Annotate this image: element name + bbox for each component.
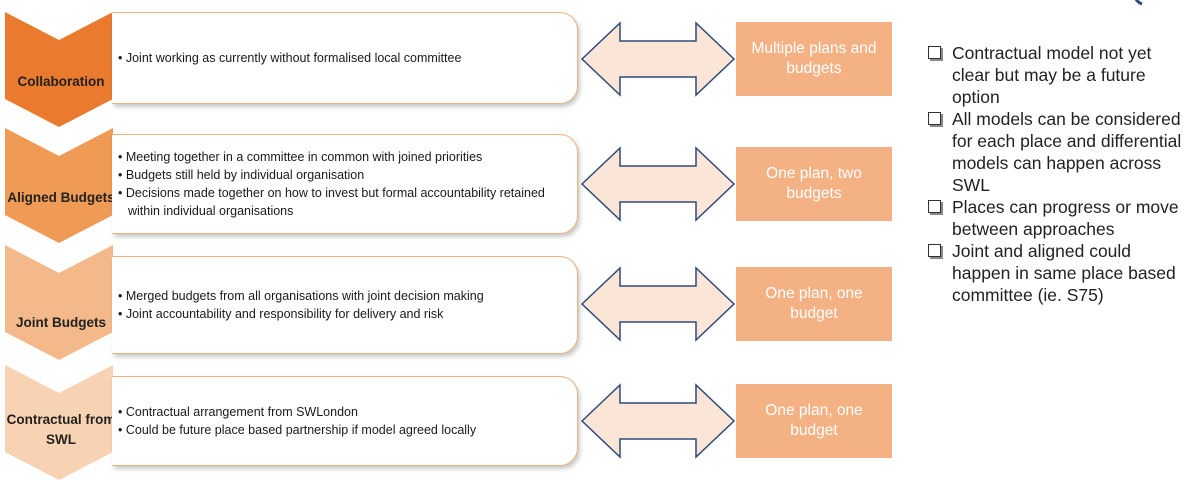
note-item: All models can be considered for each pl… bbox=[928, 108, 1193, 196]
description-point: Decisions made together on how to invest… bbox=[118, 184, 577, 220]
checkbox-icon bbox=[928, 244, 941, 257]
description-point: Contractual arrangement from SWLondon bbox=[118, 403, 577, 421]
note-item: Joint and aligned could happen in same p… bbox=[928, 240, 1193, 306]
description-box-aligned-budgets: Meeting together in a committee in commo… bbox=[112, 134, 578, 234]
logo bbox=[1134, 0, 1143, 6]
plan-box-collaboration: Multiple plans and budgets bbox=[736, 22, 892, 96]
note-item: Places can progress or move between appr… bbox=[928, 196, 1193, 240]
double-arrow-icon bbox=[580, 146, 736, 222]
description-point: Budgets still held by individual organis… bbox=[118, 166, 577, 184]
note-text: Contractual model not yet clear but may … bbox=[952, 43, 1152, 107]
double-arrow-icon bbox=[580, 21, 736, 97]
plan-box-aligned-budgets: One plan, two budgets bbox=[736, 147, 892, 221]
description-point: Joint working as currently without forma… bbox=[118, 49, 577, 67]
note-text: Joint and aligned could happen in same p… bbox=[952, 241, 1176, 305]
chevron-aligned-budgets: Aligned Budgets bbox=[5, 128, 115, 243]
description-point: Meeting together in a committee in commo… bbox=[118, 148, 577, 166]
chevron-label: Aligned Budgets bbox=[7, 190, 115, 205]
double-arrow-icon bbox=[580, 266, 736, 342]
checkbox-icon bbox=[928, 200, 941, 213]
chevron-label: Joint Budgets bbox=[16, 315, 106, 330]
chevron-joint-budgets: Joint Budgets bbox=[5, 245, 113, 360]
description-box-collaboration: Joint working as currently without forma… bbox=[112, 12, 578, 104]
description-box-contractual: Contractual arrangement from SWLondon Co… bbox=[112, 376, 578, 466]
chevron-label: Collaboration bbox=[17, 74, 105, 89]
double-arrow-icon bbox=[580, 383, 736, 459]
chevron-label: Contractual from SWL bbox=[6, 412, 116, 447]
note-text: Places can progress or move between appr… bbox=[952, 197, 1179, 239]
checkbox-icon bbox=[928, 112, 941, 125]
note-item: Contractual model not yet clear but may … bbox=[928, 42, 1193, 108]
notes-list: Contractual model not yet clear but may … bbox=[928, 42, 1193, 306]
description-point: Joint accountability and responsibility … bbox=[118, 305, 577, 323]
description-point: Could be future place based partnership … bbox=[118, 421, 577, 439]
description-point: Merged budgets from all organisations wi… bbox=[118, 287, 577, 305]
description-box-joint-budgets: Merged budgets from all organisations wi… bbox=[112, 256, 578, 354]
plan-box-contractual: One plan, one budget bbox=[736, 384, 892, 458]
note-text: All models can be considered for each pl… bbox=[952, 109, 1182, 195]
plan-box-joint-budgets: One plan, one budget bbox=[736, 267, 892, 341]
checkbox-icon bbox=[928, 46, 941, 59]
chevron-collaboration: Collaboration bbox=[5, 12, 113, 127]
chevron-contractual: Contractual from SWL bbox=[5, 365, 115, 480]
